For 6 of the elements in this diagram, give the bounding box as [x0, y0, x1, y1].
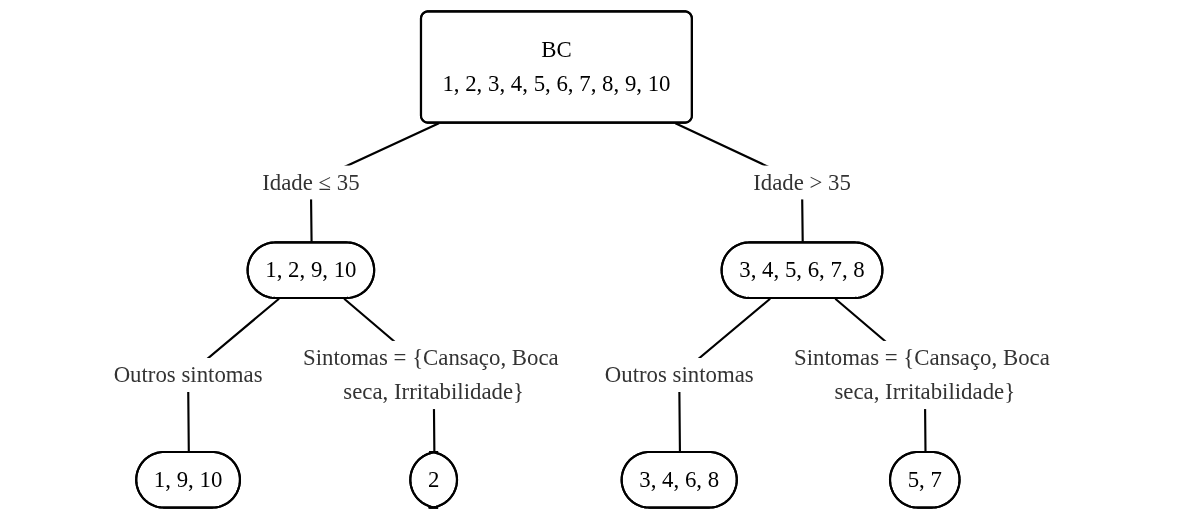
edge-label: Idade ≤ 35	[262, 169, 360, 194]
edge-label: Outros sintomas	[113, 362, 263, 387]
edge-label: Sintomas = {Cansaço, Boca seca, Irritabilidade}	[794, 345, 1050, 404]
edge-label: Sintomas = {Cansaço, Boca seca, Irritabilidade}	[302, 345, 559, 404]
edge-label: Idade > 35	[753, 169, 851, 194]
edge-label: Outros sintomas	[604, 362, 754, 387]
